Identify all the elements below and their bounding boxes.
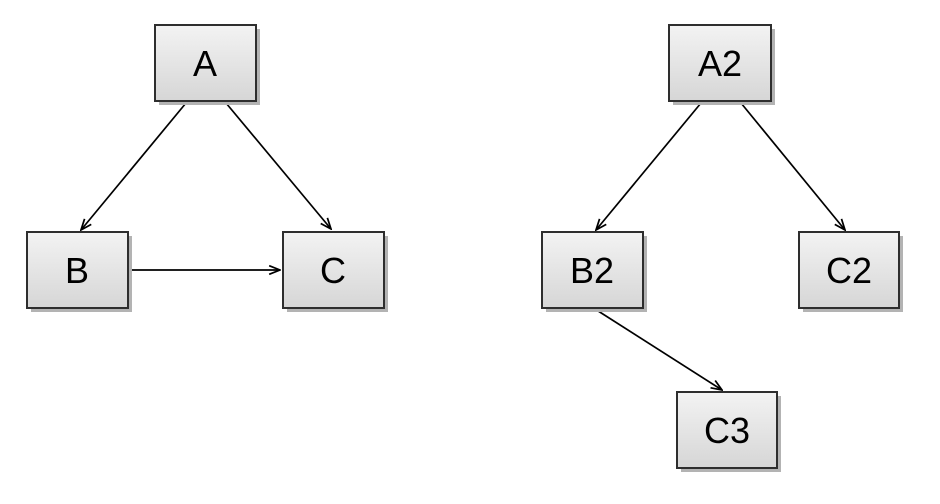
edge-A-B	[81, 102, 187, 230]
edge-A-C	[225, 102, 331, 229]
edge-A2-C2	[740, 102, 845, 230]
node-A2: A2	[668, 24, 775, 105]
node-A2-label: A2	[698, 43, 742, 84]
node-C2-box	[798, 231, 900, 309]
left-graph: A B C	[26, 24, 388, 312]
node-C3: C3	[676, 391, 781, 472]
node-C3-label: C3	[704, 410, 750, 451]
node-C2-label: C2	[826, 250, 872, 291]
node-B: B	[26, 231, 132, 312]
node-A: A	[154, 24, 260, 105]
node-B2-box	[541, 231, 644, 309]
node-B2: B2	[541, 231, 647, 312]
node-B-box	[26, 231, 129, 309]
edge-A2-B2	[596, 102, 702, 230]
node-C-box	[282, 231, 385, 309]
node-C: C	[282, 231, 388, 312]
node-B2-label: B2	[570, 250, 614, 291]
node-B-label: B	[65, 250, 89, 291]
edge-B2-C3	[594, 308, 722, 390]
node-C3-box	[676, 391, 778, 469]
right-graph: A2 B2 C2 C3	[541, 24, 903, 472]
node-C2: C2	[798, 231, 903, 312]
node-A-label: A	[193, 43, 217, 84]
node-A2-box	[668, 24, 772, 102]
node-C-label: C	[320, 250, 346, 291]
node-A-box	[154, 24, 257, 102]
